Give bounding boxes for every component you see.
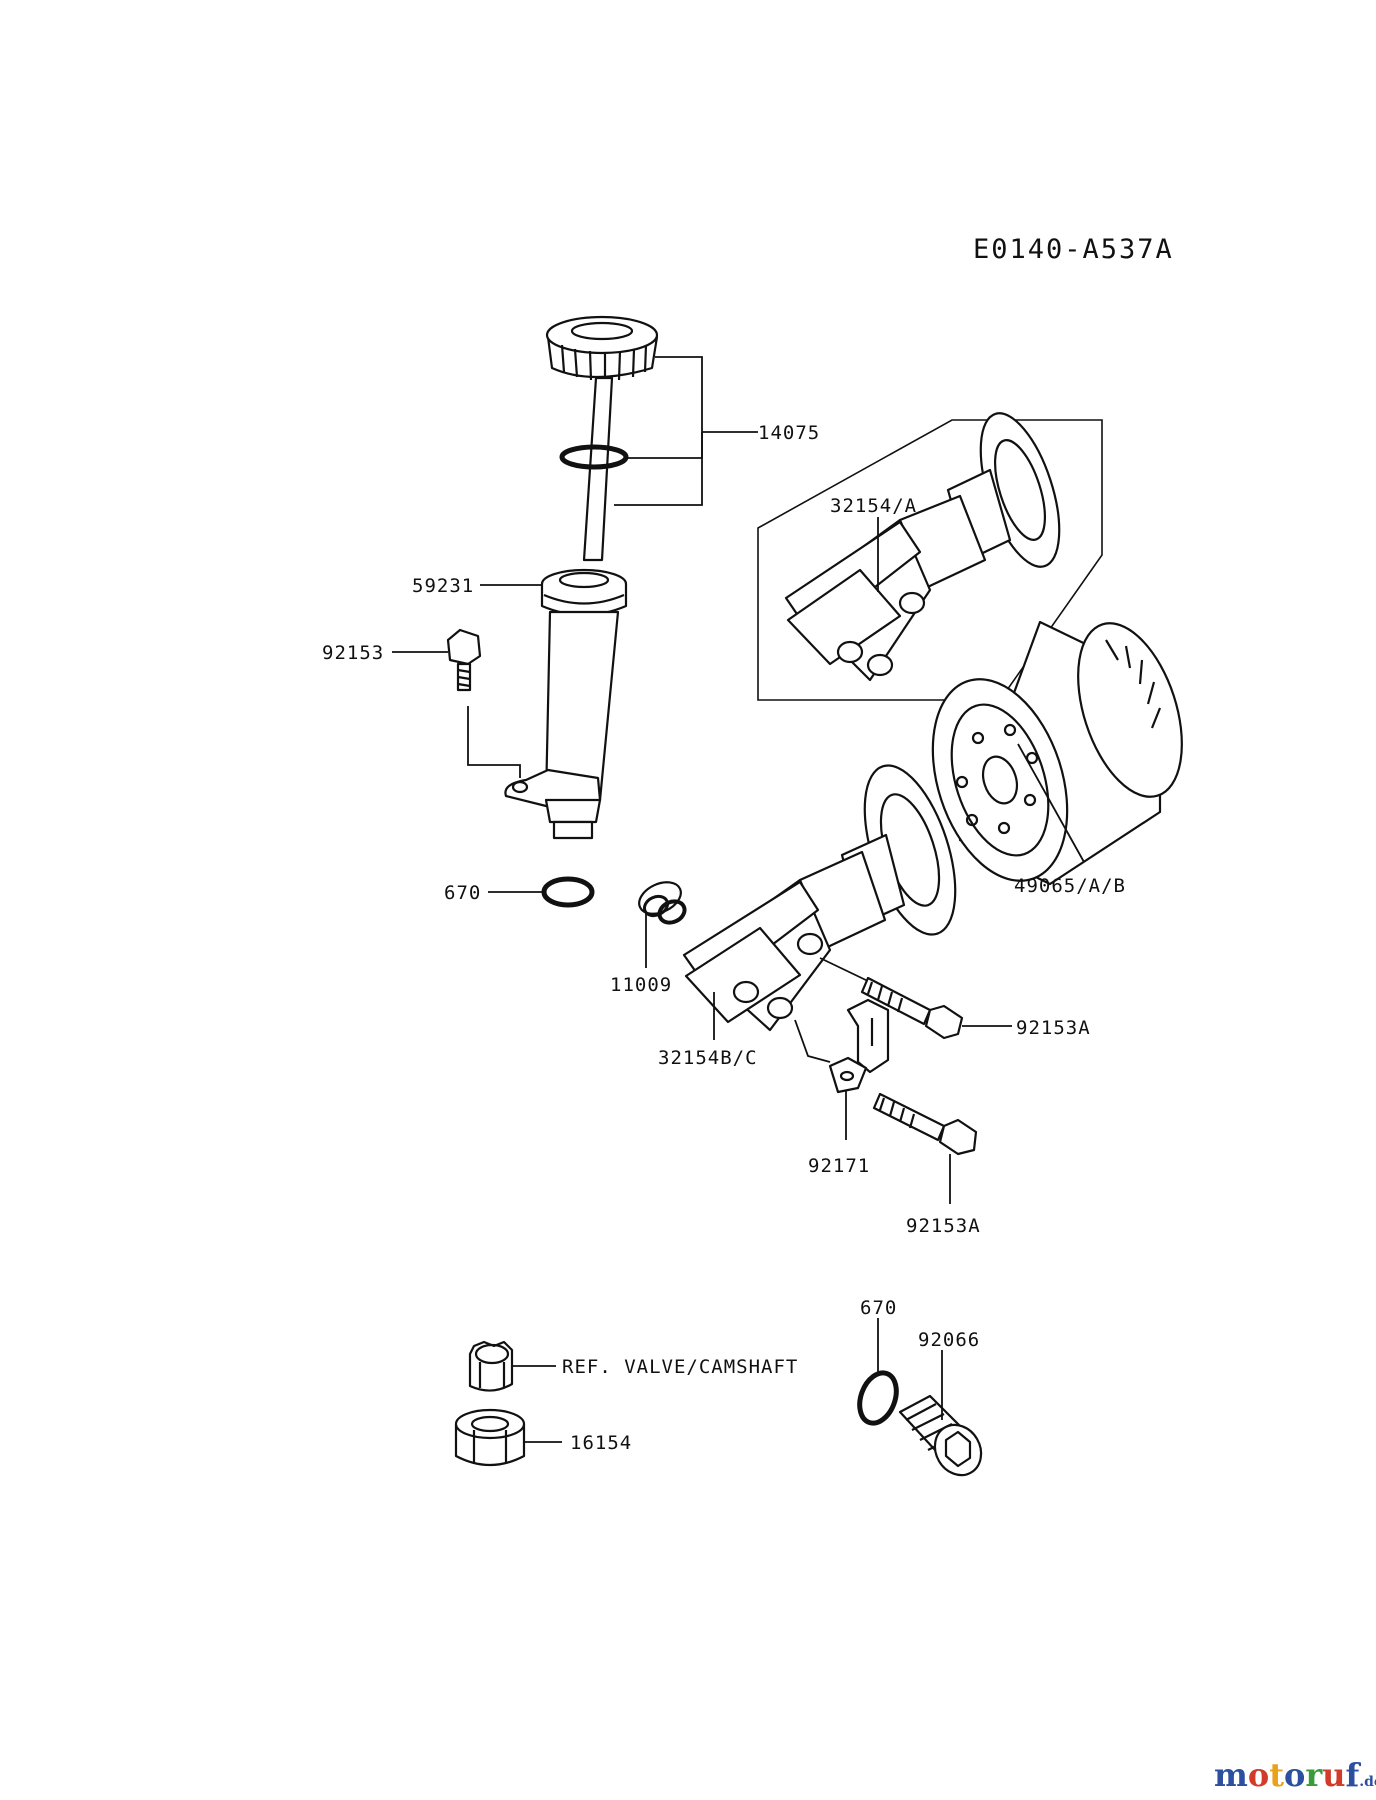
gasket-11009 <box>638 881 687 925</box>
o-ring-670-lower <box>857 1370 899 1426</box>
watermark-letter: t <box>1269 1756 1284 1794</box>
watermark-letter: f <box>1345 1756 1361 1794</box>
callout-ref-valve-camshaft: REF. VALVE/CAMSHAFT <box>562 1356 798 1378</box>
inset-box-32154a <box>757 412 1103 701</box>
callout-11009: 11009 <box>610 974 672 996</box>
bolt-92153a-upper <box>819 957 964 1040</box>
watermark-letter: m <box>1214 1756 1248 1794</box>
drain-plug-92066 <box>898 1394 983 1477</box>
callout-16154: 16154 <box>570 1432 632 1454</box>
callout-92153: 92153 <box>322 642 384 664</box>
watermark-suffix: .de <box>1359 1774 1376 1790</box>
watermark-logo: motoruf.de <box>1214 1756 1376 1794</box>
callout-670-lower: 670 <box>860 1297 897 1319</box>
callout-49065-a-b: 49065/A/B <box>1014 875 1126 897</box>
watermark-brand: motoruf <box>1214 1756 1361 1794</box>
diagram-code: E0140-A537A <box>973 234 1174 265</box>
callout-14075: 14075 <box>758 422 820 444</box>
watermark-letter: r <box>1305 1756 1323 1794</box>
leader-lines <box>392 356 1085 1443</box>
bolt-92153 <box>446 628 521 778</box>
watermark-letter: o <box>1284 1756 1305 1794</box>
callout-670-upper: 670 <box>444 882 481 904</box>
callout-92171: 92171 <box>808 1155 870 1177</box>
dipstick-assembly <box>504 315 659 840</box>
watermark-letter: o <box>1248 1756 1269 1794</box>
rotor-16154 <box>454 1408 526 1466</box>
svg-text:motoruf.de: motoruf.de <box>1214 1756 1376 1794</box>
clamp-92171 <box>794 998 890 1094</box>
oil-filter-49065 <box>931 620 1183 886</box>
gear-ref-valve-camshaft <box>468 1340 514 1392</box>
o-ring-670-upper <box>541 876 595 908</box>
callout-32154-a: 32154/A <box>830 495 917 517</box>
callout-92153a-upper: 92153A <box>1016 1017 1091 1039</box>
callout-32154b-c: 32154B/C <box>658 1047 758 1069</box>
bolt-92153a-lower <box>872 1092 978 1156</box>
callout-59231: 59231 <box>412 575 474 597</box>
watermark-letter: u <box>1322 1756 1345 1794</box>
oil-pipe-32154bc <box>682 764 957 1032</box>
callout-92066: 92066 <box>918 1329 980 1351</box>
callout-labels: 14075 32154/A 59231 92153 670 49065/A/B … <box>322 422 1126 1454</box>
callout-92153a-lower: 92153A <box>906 1215 981 1237</box>
